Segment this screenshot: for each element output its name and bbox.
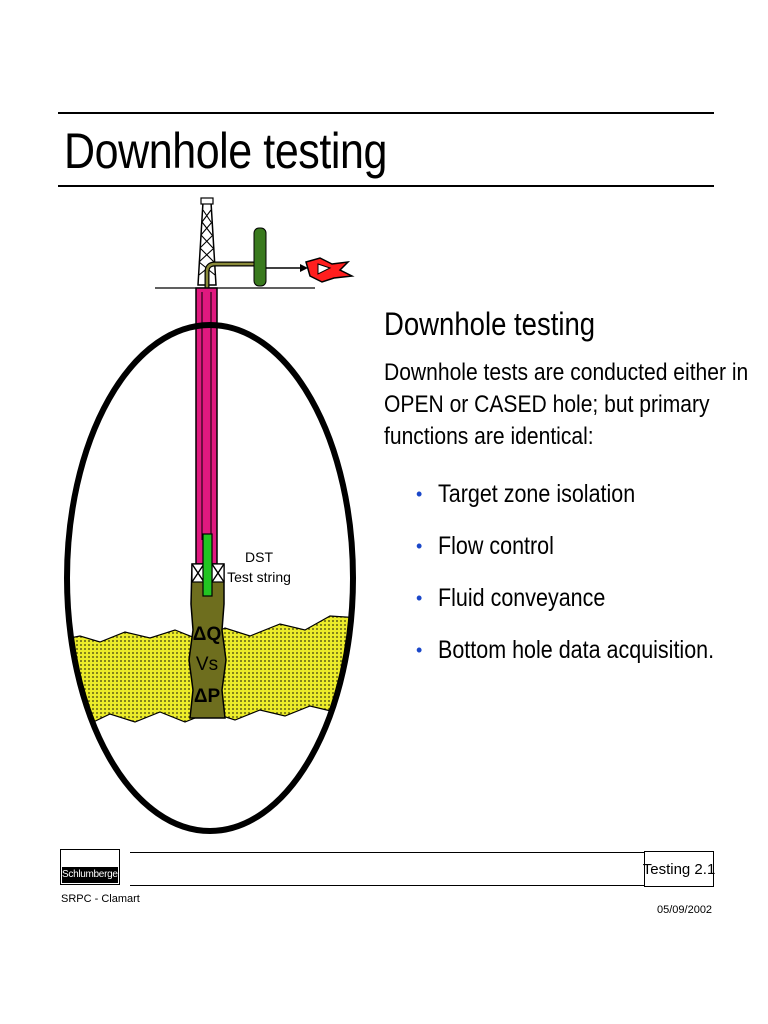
dst-label: DST: [245, 549, 273, 565]
packer-left-icon: [191, 563, 205, 583]
separator-icon: [253, 227, 267, 287]
magnifier-circle: [64, 322, 356, 834]
bullet-icon: •: [416, 484, 423, 504]
bullet-icon: •: [416, 588, 423, 608]
zone-label-dq: ΔQ: [193, 624, 221, 645]
logo-text: Schlumberger: [62, 867, 118, 883]
intro-line-2: OPEN or CASED hole; but primary: [384, 391, 710, 418]
slide-title: Downhole testing: [64, 123, 387, 179]
list-item: •Flow control: [416, 532, 554, 560]
list-item: •Fluid conveyance: [416, 584, 606, 612]
bullet-icon: •: [416, 536, 423, 556]
intro-line-3: functions are identical:: [384, 423, 594, 450]
list-item: •Target zone isolation: [416, 480, 636, 508]
footer-location: SRPC - Clamart: [61, 893, 140, 905]
flare-icon: [305, 257, 355, 283]
packer-right-icon: [211, 563, 225, 583]
footer-rule-top: [130, 852, 644, 853]
subheading: Downhole testing: [384, 306, 596, 342]
casing: [195, 287, 218, 565]
zone-label-vs: Vs: [196, 654, 218, 675]
top-rule: [58, 112, 714, 114]
intro-line-1: Downhole tests are conducted either in: [384, 359, 749, 386]
footer-date: 05/09/2002: [657, 904, 713, 916]
test-zone: [188, 563, 227, 719]
downhole-diagram: ΔQ Vs ΔP DST Test string: [64, 197, 356, 834]
function-list: •Target zone isolation •Flow control •Fl…: [416, 480, 759, 688]
zone-label-dp: ΔP: [194, 686, 221, 707]
list-item: •Bottom hole data acquisition.: [416, 636, 715, 664]
dst-tool: [202, 533, 213, 597]
text-panel: Downhole testing Downhole tests are cond…: [384, 306, 754, 453]
schlumberger-logo: Schlumberger: [60, 849, 120, 885]
test-string-label: Test string: [227, 569, 291, 585]
section-label: Testing 2.1: [643, 851, 715, 887]
footer-rule-bottom: [130, 885, 644, 886]
bullet-icon: •: [416, 640, 423, 660]
title-underline: [58, 185, 714, 187]
